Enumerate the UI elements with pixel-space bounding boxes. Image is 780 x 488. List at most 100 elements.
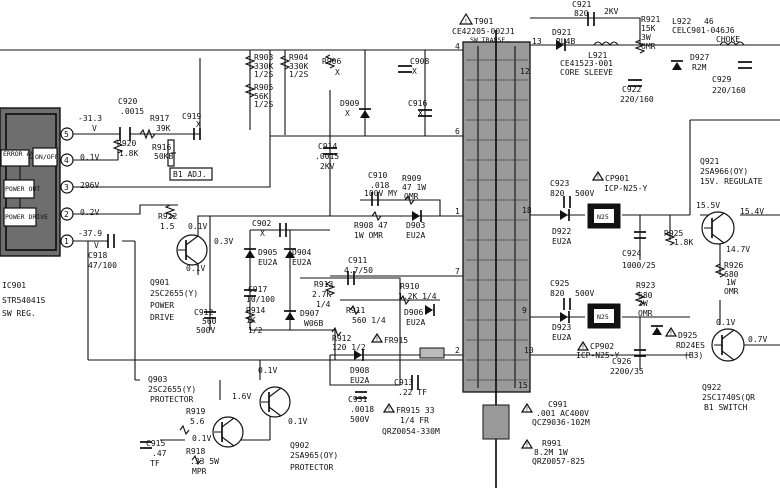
svg-text:100V MY: 100V MY xyxy=(364,189,398,198)
svg-text:R917: R917 xyxy=(150,114,169,123)
d905-diode: D905 EU2A xyxy=(244,248,277,267)
d923-diode: D923 EU2A xyxy=(552,311,571,342)
svg-text:R921: R921 xyxy=(641,15,660,24)
c919-capacitor: C919 X xyxy=(182,112,201,140)
svg-text:1/2S: 1/2S xyxy=(289,70,308,79)
r925-resistor: R925 1.8K xyxy=(664,229,693,247)
c931-capacitor: C931 .0018 500V xyxy=(348,391,374,424)
svg-text:.47: .47 xyxy=(152,449,167,458)
r908-resistor: R908 47 1W OMR xyxy=(354,210,388,240)
q922-transistor: Q922 2SC1740S(QR B1 SWITCH xyxy=(702,328,755,412)
svg-text:POWER OUT: POWER OUT xyxy=(5,185,40,193)
svg-text:R919: R919 xyxy=(186,407,205,416)
svg-text:2.7K: 2.7K xyxy=(312,290,331,299)
svg-text:220/160: 220/160 xyxy=(712,86,746,95)
svg-text:120 1/2: 120 1/2 xyxy=(332,343,366,352)
r921-resistor: R921 15K 3W OMR xyxy=(634,15,660,54)
svg-text:8.2M 1W: 8.2M 1W xyxy=(534,448,568,457)
svg-text:1.8K: 1.8K xyxy=(674,238,693,247)
svg-text:R920: R920 xyxy=(117,139,136,148)
svg-text:.001 AC400V: .001 AC400V xyxy=(536,409,589,418)
svg-text:C926: C926 xyxy=(612,357,631,366)
r991-resistor: ! R991 8.2M 1W QRZ0057-825 xyxy=(520,438,585,466)
svg-text:1.8K: 1.8K xyxy=(119,149,138,158)
r916-potentiometer: R916 50KB xyxy=(152,139,176,167)
t901-pin-18: 18 xyxy=(522,206,532,215)
voltage-pin1-unit: V xyxy=(94,241,99,250)
svg-text:R913: R913 xyxy=(314,280,333,289)
svg-text:2SC1740S(QR: 2SC1740S(QR xyxy=(702,393,755,402)
svg-text:C917: C917 xyxy=(248,285,267,294)
svg-text:!: ! xyxy=(581,343,585,351)
svg-text:D921: D921 xyxy=(552,28,571,37)
svg-text:POWER DRIVE: POWER DRIVE xyxy=(5,213,48,221)
svg-text:D927: D927 xyxy=(690,53,709,62)
r911-resistor: R911 560 1/4 xyxy=(346,304,386,325)
svg-text:500V: 500V xyxy=(575,289,594,298)
c912-capacitor: C912 560 500V xyxy=(194,308,217,335)
ic901-desc: SW REG. xyxy=(2,309,36,318)
voltage-q901-b: 0.1V xyxy=(188,222,207,231)
svg-text:.33 5W: .33 5W xyxy=(190,457,219,466)
svg-text:1/2S: 1/2S xyxy=(254,100,273,109)
svg-text:560: 560 xyxy=(202,317,217,326)
svg-text:C902: C902 xyxy=(252,219,271,228)
svg-text:2SC2655(Y): 2SC2655(Y) xyxy=(150,289,198,298)
svg-text:2W: 2W xyxy=(638,299,648,308)
svg-text:330K: 330K xyxy=(254,62,273,71)
svg-text:R910: R910 xyxy=(400,282,419,291)
t901-pin-7: 7 xyxy=(455,267,460,276)
svg-text:1.5: 1.5 xyxy=(160,222,175,231)
transformer-safety-mark: ! xyxy=(458,12,474,25)
svg-text:1/2S: 1/2S xyxy=(254,70,273,79)
svg-text:1000/25: 1000/25 xyxy=(622,261,656,270)
circuit-wires xyxy=(0,17,780,441)
svg-text:2200/35: 2200/35 xyxy=(610,367,644,376)
svg-text:2KV: 2KV xyxy=(604,7,619,16)
c917-capacitor: C917 10/100 xyxy=(244,285,275,304)
voltage-bottom-bus: 0.1V xyxy=(258,366,277,375)
ic901: ERROR AMP ON/OFF POWER OUT POWER DRIVE 5… xyxy=(0,107,74,318)
svg-text:5.6: 5.6 xyxy=(190,417,205,426)
svg-text:!: ! xyxy=(525,405,529,413)
c924-capacitor: C924 1000/25 xyxy=(622,231,656,270)
c915-capacitor: C915 .47 TF xyxy=(140,439,167,468)
svg-text:2SA965(OY): 2SA965(OY) xyxy=(290,451,338,460)
svg-text:4: 4 xyxy=(64,156,69,165)
svg-text:C913: C913 xyxy=(394,378,413,387)
svg-text:C924: C924 xyxy=(622,249,641,258)
svg-text:X: X xyxy=(335,68,340,77)
svg-text:C922: C922 xyxy=(622,85,641,94)
fr915-note: ! FR915 33 1/4 FR QRZ0054-330M xyxy=(382,402,440,436)
svg-text:220/160: 220/160 xyxy=(620,95,654,104)
svg-text:QRZ0057-825: QRZ0057-825 xyxy=(532,457,585,466)
t901-pin-2: 2 xyxy=(455,346,460,355)
svg-text:OMR: OMR xyxy=(724,287,739,296)
svg-text:TF: TF xyxy=(150,459,160,468)
svg-text:C991: C991 xyxy=(548,400,567,409)
c923-capacitor: C923 820 500V xyxy=(550,179,594,208)
l922-inductor: L922 46 CELC901-046J6 CHOKE xyxy=(672,17,745,46)
svg-text:2: 2 xyxy=(64,210,69,219)
svg-text:820: 820 xyxy=(574,9,589,18)
svg-text:C931: C931 xyxy=(348,395,367,404)
svg-text:L922: L922 xyxy=(672,17,691,26)
svg-text:C916: C916 xyxy=(408,99,427,108)
svg-text:L921: L921 xyxy=(588,51,607,60)
svg-text:R916: R916 xyxy=(152,143,171,152)
svg-text:!: ! xyxy=(596,173,600,181)
d909-diode: D909 X xyxy=(340,99,371,118)
svg-text:56K: 56K xyxy=(254,92,269,101)
svg-text:R908 47: R908 47 xyxy=(354,221,388,230)
l921-inductor: L921 CE41523-001 CORE SLEEVE xyxy=(560,41,619,77)
r919-resistor: R919 5.6 xyxy=(179,407,205,436)
svg-text:R911: R911 xyxy=(346,306,365,315)
svg-text:1W OMR: 1W OMR xyxy=(354,231,383,240)
voltage-q921-b: 14.7V xyxy=(726,245,750,254)
t901-pin-10: 10 xyxy=(524,346,534,355)
svg-text:ERROR AMP: ERROR AMP xyxy=(3,150,38,158)
svg-text:D904: D904 xyxy=(292,248,311,257)
r920-resistor: R920 1.8K xyxy=(112,139,138,158)
d908-diode: D908 EU2A xyxy=(350,349,369,385)
